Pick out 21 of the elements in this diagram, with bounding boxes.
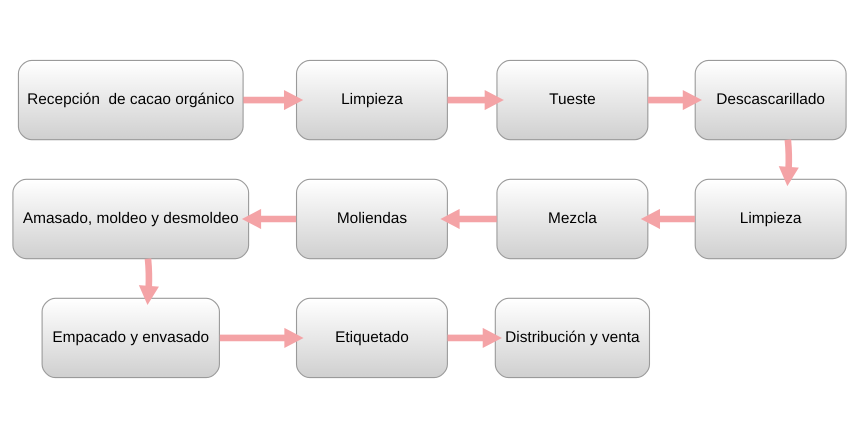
arrow — [220, 328, 304, 348]
node-box: Etiquetado — [296, 298, 448, 378]
node-box: Amasado, moldeo y desmoldeo — [12, 178, 250, 260]
node-box: Moliendas — [296, 178, 448, 260]
arrow — [448, 328, 502, 348]
arrow — [640, 208, 695, 230]
arrow — [440, 208, 497, 230]
arrow — [138, 258, 159, 306]
node-box: Recepción de cacao orgánico — [18, 60, 244, 140]
node-box: Descascarillado — [694, 60, 847, 140]
node-box: Limpieza — [694, 178, 847, 260]
node-box: Tueste — [496, 60, 648, 140]
arrow — [648, 90, 702, 110]
node-box: Limpieza — [296, 60, 448, 140]
arrow — [448, 90, 504, 110]
node-box: Distribución y venta — [494, 298, 650, 378]
node-box: Mezcla — [496, 178, 648, 260]
arrow — [778, 139, 799, 186]
arrow — [243, 90, 304, 110]
node-box: Empacado y envasado — [42, 298, 220, 378]
arrow — [242, 208, 296, 230]
